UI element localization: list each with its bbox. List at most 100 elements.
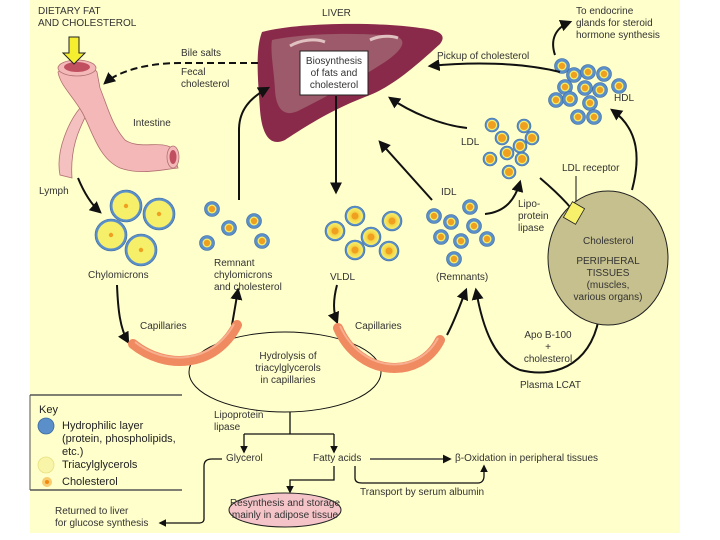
lcat-to-remnants-arrow — [471, 287, 601, 374]
ldl-particle — [512, 138, 528, 154]
idl-cluster — [426, 199, 495, 267]
beta-oxidation-label: β-Oxidation in peripheral tissues — [455, 453, 599, 464]
resynthesis-label: Resynthesis and storage mainly in adipos… — [229, 498, 341, 521]
remnants-label: (Remnants) — [436, 272, 489, 283]
ldl-particle — [494, 130, 510, 146]
vldl-particle — [344, 205, 366, 227]
idl-particle — [443, 214, 459, 230]
storage-ellipse — [228, 492, 342, 528]
vldl-label: VLDL — [330, 272, 356, 283]
chylo-particle — [94, 218, 128, 252]
idl-particle — [446, 251, 462, 267]
peripheral-to-hdl-arrow — [610, 108, 638, 191]
idl-to-ldl-arrow — [484, 179, 524, 215]
vldl-cluster — [324, 205, 403, 262]
hdl-particle — [611, 78, 627, 94]
hdl-to-endocrine-arrow — [552, 20, 573, 56]
ldl-particle — [482, 151, 498, 167]
ldl-particle — [501, 164, 517, 180]
hydrolysis-label: Hydrolysis of triacylglycerols in capill… — [255, 351, 321, 386]
remchylo-particle — [221, 220, 237, 236]
fecal-cholesterol-label: Fecal cholesterol — [181, 67, 230, 90]
hdl-cluster — [548, 58, 627, 125]
capillaries-left-label: Capillaries — [140, 321, 187, 332]
ldl-particle — [524, 130, 540, 146]
chylo-particle — [142, 197, 176, 231]
remchylo-particle — [246, 213, 262, 229]
bile-salts-label: Bile salts — [181, 48, 222, 59]
hdl-particle — [577, 80, 593, 96]
bile-salts-arrow — [103, 62, 258, 85]
albumin-transport-arrow — [354, 464, 488, 484]
dietary-label: DIETARY FAT AND CHOLESTEROL — [38, 6, 137, 29]
idl-particle — [453, 233, 469, 249]
peripheral-tissue — [547, 190, 669, 326]
hdl-particle — [592, 82, 608, 98]
idl-to-liver-arrow — [378, 140, 433, 201]
key-cholesterol-label: Cholesterol — [62, 476, 118, 488]
ldl-particle — [499, 145, 515, 161]
vldl-particle — [344, 239, 366, 261]
vldl-particle — [360, 226, 382, 248]
idl-particle — [426, 208, 442, 224]
peripheral-tissues-label: PERIPHERAL TISSUES (muscles, various org… — [573, 256, 643, 303]
lymph-arrow — [77, 177, 102, 214]
intestine — [57, 59, 180, 179]
hdl-particle — [554, 58, 570, 74]
key-triacylglycerol-icon — [37, 456, 55, 474]
hdl-label: HDL — [614, 93, 635, 104]
lipoprotein-lipase-label: Lipoprotein lipase — [214, 410, 264, 433]
vldl-particle — [381, 210, 403, 232]
returned-to-liver-label: Returned to liver for glucose synthesis — [55, 506, 149, 529]
hdl-particle — [570, 109, 586, 125]
ldl-receptor-label: LDL receptor — [562, 163, 620, 174]
ldl-particle — [514, 151, 530, 167]
chylomicrons-to-capillaries-arrow — [116, 284, 130, 345]
chylo-particle — [124, 233, 158, 267]
idl-label: IDL — [441, 187, 457, 198]
hdl-particle — [580, 64, 596, 80]
capillary-right-highlight — [339, 325, 439, 366]
vldl-to-capillaries-arrow — [327, 284, 340, 325]
hdl-particle — [586, 109, 602, 125]
tissue-cholesterol-label: Cholesterol — [583, 236, 634, 247]
chylomicron-cluster — [94, 189, 176, 267]
lymph-label: Lymph — [39, 186, 69, 197]
key-hydrophilic-icon — [37, 417, 55, 435]
remnant-to-liver-arrow — [238, 86, 271, 200]
ldl-receptor-icon — [562, 201, 586, 225]
key-box — [29, 394, 182, 491]
ldl-label: LDL — [461, 137, 480, 148]
hdl-particle — [562, 91, 578, 107]
chylomicrons-label: Chylomicrons — [88, 270, 149, 281]
ldl-cluster — [482, 117, 540, 180]
idl-particle — [479, 231, 495, 247]
idl-particle — [433, 229, 449, 245]
vldl-particle — [378, 240, 400, 262]
glycerol-to-liver-arrow — [158, 458, 222, 527]
glycerol-label: Glycerol — [226, 453, 263, 464]
ldl-particle — [484, 117, 500, 133]
remchylo-particle — [199, 235, 215, 251]
capillary-left-highlight — [134, 323, 235, 359]
chylo-particle — [109, 189, 143, 223]
vldl-particle — [324, 220, 346, 242]
capillaries-to-remnant-arrow — [230, 287, 243, 326]
hdl-particle — [548, 92, 564, 108]
idl-particle — [466, 218, 482, 234]
ldl-to-liver-arrow — [388, 96, 468, 129]
fatty-acids-to-storage-arrow — [286, 466, 335, 494]
capillary-right — [333, 323, 445, 373]
biosynthesis-label: Biosynthesis of fats and cholesterol — [305, 56, 363, 91]
key-title: Key — [39, 404, 58, 416]
pickup-cholesterol-label: Pickup of cholesterol — [437, 51, 530, 62]
lipoprotein-lipase-right-label: Lipo- protein lipase — [518, 199, 549, 234]
lipase-branch — [243, 412, 335, 452]
hydrolysis-ellipse — [188, 331, 382, 413]
endocrine-label: To endocrine glands for steroid hormone … — [576, 6, 660, 41]
hdl-particle — [596, 66, 612, 82]
ldl-particle — [516, 118, 532, 134]
pickup-cholesterol-arrow — [427, 59, 561, 73]
fatty-acids-label: Fatty acids — [313, 453, 362, 464]
plasma-lcat-label: Plasma LCAT — [520, 380, 581, 391]
